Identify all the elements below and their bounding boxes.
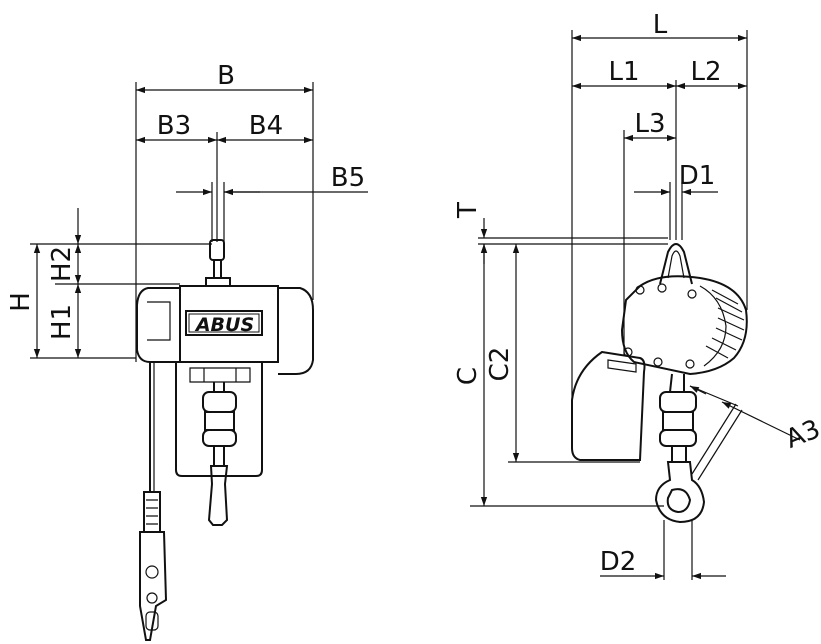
side-view: L L1 L2 L3 D1 T C C2 D2 A3: [453, 10, 821, 580]
dimension-a3: A3: [781, 414, 821, 455]
dimension-d2: D2: [600, 547, 637, 577]
abus-logo: ABUS: [185, 310, 263, 336]
dimension-t: T: [453, 202, 483, 219]
front-hoist-body: [136, 239, 314, 641]
dimension-b4: B4: [249, 111, 283, 141]
dimension-h1: H1: [47, 304, 77, 340]
dimension-c2: C2: [485, 347, 515, 382]
dimension-l: L: [653, 10, 668, 40]
dimension-c: C: [453, 367, 483, 385]
dimension-b: B: [217, 61, 235, 91]
dimension-b5: B5: [331, 163, 365, 193]
dimension-b3: B3: [157, 111, 191, 141]
side-hoist-body: [571, 243, 748, 524]
dimension-h2: H2: [47, 246, 77, 282]
dimension-d1: D1: [679, 161, 716, 191]
dimension-h: H: [6, 292, 36, 312]
dimension-l3: L3: [634, 109, 665, 139]
dimension-l2: L2: [690, 57, 721, 87]
dimension-l1: L1: [608, 57, 639, 87]
abus-logo-text: ABUS: [194, 314, 254, 336]
front-view: ABUS B B3 B4 B5 H H2 H1: [6, 61, 368, 641]
